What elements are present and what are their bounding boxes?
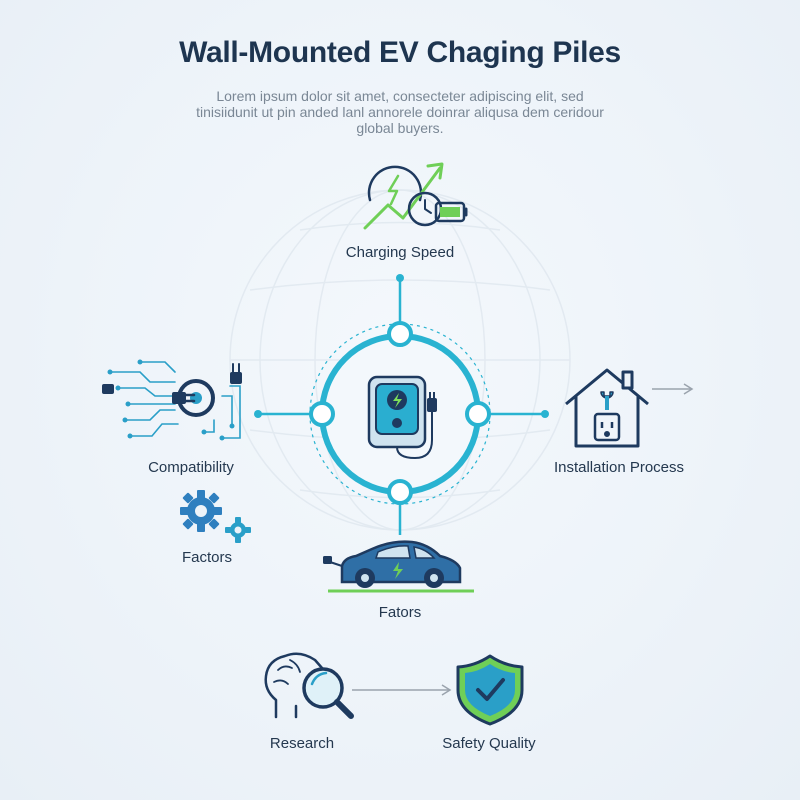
node-label-charging-speed: Charging Speed [345, 244, 455, 261]
node-label-compatibility: Compatibility [148, 459, 234, 476]
house-outlet-icon [565, 368, 649, 448]
electric-car-icon [323, 540, 474, 593]
arrow-right-icon [352, 684, 452, 696]
node-label-safety-quality: Safety Quality [442, 735, 536, 752]
page-title: Wall-Mounted EV Chaging Piles [179, 36, 621, 69]
node-label-factors: Factors [181, 549, 232, 566]
gears-icon [180, 490, 251, 543]
node-label-installation-process: Installation Process [553, 459, 685, 476]
node-label-research: Research [269, 735, 335, 752]
subtitle-line-1: Lorem ipsum dolor sit amet, consecteter … [216, 88, 584, 104]
arrow-right-icon [652, 383, 694, 395]
shield-check-icon [456, 654, 524, 726]
subtitle-line-2: tinisiidunit ut pin anded lanl annorele … [196, 104, 604, 120]
node-label-fators: Fators [378, 604, 422, 621]
connector-dot-left [254, 410, 262, 418]
speed-gauge-battery-icon [363, 162, 468, 230]
brain-magnifier-icon [264, 652, 354, 719]
central-hub[interactable] [309, 321, 491, 505]
wall-charger-icon [367, 375, 437, 460]
connector-dot-right [541, 410, 549, 418]
connector-dot-top [396, 274, 404, 282]
subtitle-line-3: global buyers. [356, 120, 444, 136]
circuit-plug-icon [102, 359, 242, 441]
